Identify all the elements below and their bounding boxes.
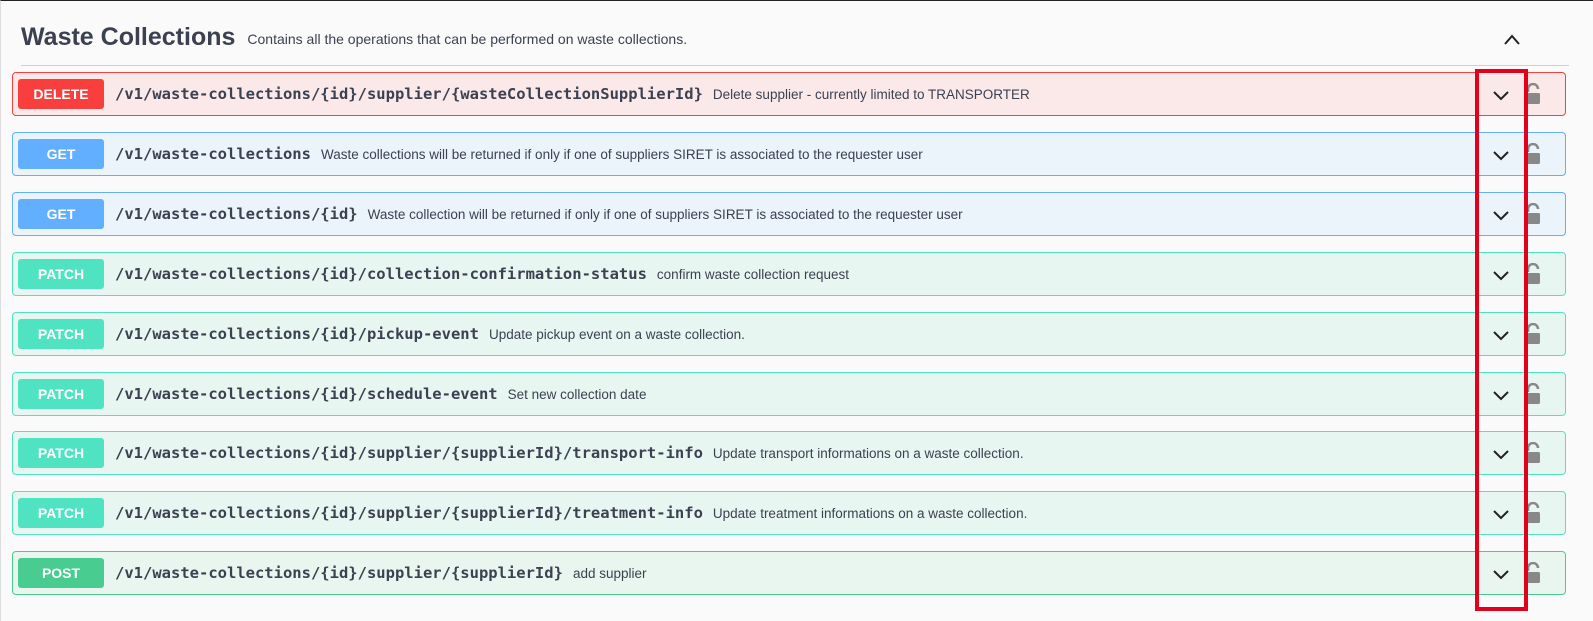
operation-path[interactable]: /v1/waste-collections/{id}/pickup-event [115,325,479,343]
operation-summary: confirm waste collection request [656,266,850,282]
lock-icon[interactable] [1524,143,1542,165]
operation-summary: Set new collection date [507,386,647,402]
chevron-down-icon[interactable] [1491,385,1511,405]
chevron-down-icon[interactable] [1491,444,1511,464]
chevron-down-icon[interactable] [1491,504,1511,524]
chevron-down-icon[interactable] [1491,265,1511,285]
chevron-up-icon[interactable] [1503,31,1521,49]
section-description: Contains all the operations that can be … [247,31,688,47]
operation-summary: Delete supplier - currently limited to T… [712,86,1030,102]
method-badge: PATCH [18,259,104,289]
operation-summary: Waste collection will be returned if onl… [367,206,963,222]
method-badge: PATCH [18,498,104,528]
chevron-down-icon[interactable] [1491,564,1511,584]
lock-icon[interactable] [1524,502,1542,524]
method-badge: PATCH [18,319,104,349]
operation-path[interactable]: /v1/waste-collections/{id}/supplier/{sup… [115,504,703,522]
method-badge: POST [18,558,104,588]
method-badge: GET [18,139,104,169]
method-badge: DELETE [18,79,104,109]
operation-path[interactable]: /v1/waste-collections/{id}/schedule-even… [115,385,498,403]
chevron-down-icon[interactable] [1491,145,1511,165]
operation-path[interactable]: /v1/waste-collections/{id}/supplier/{sup… [115,564,563,582]
operation-get-waste-collections[interactable]: GET /v1/waste-collections Waste collecti… [12,132,1566,176]
operation-path[interactable]: /v1/waste-collections/{id} [115,205,358,223]
method-badge: GET [18,199,104,229]
operation-delete-supplier[interactable]: DELETE /v1/waste-collections/{id}/suppli… [12,72,1566,116]
operation-patch-schedule-event[interactable]: PATCH /v1/waste-collections/{id}/schedul… [12,372,1566,416]
operation-path[interactable]: /v1/waste-collections/{id}/collection-co… [115,265,647,283]
operation-summary: Update pickup event on a waste collectio… [488,326,745,342]
operation-summary: add supplier [572,565,647,581]
chevron-down-icon[interactable] [1491,325,1511,345]
operation-post-add-supplier[interactable]: POST /v1/waste-collections/{id}/supplier… [12,551,1566,595]
lock-icon[interactable] [1524,203,1542,225]
operation-patch-confirmation-status[interactable]: PATCH /v1/waste-collections/{id}/collect… [12,252,1566,296]
operation-summary: Update treatment informations on a waste… [712,505,1028,521]
chevron-down-icon[interactable] [1491,205,1511,225]
operation-path[interactable]: /v1/waste-collections/{id}/supplier/{was… [115,85,703,103]
lock-icon[interactable] [1524,323,1542,345]
lock-icon[interactable] [1524,383,1542,405]
chevron-down-icon[interactable] [1491,85,1511,105]
section-header[interactable]: Waste Collections Contains all the opera… [21,11,1569,66]
operation-patch-transport-info[interactable]: PATCH /v1/waste-collections/{id}/supplie… [12,431,1566,475]
operation-patch-treatment-info[interactable]: PATCH /v1/waste-collections/{id}/supplie… [12,491,1566,535]
operation-get-waste-collection-by-id[interactable]: GET /v1/waste-collections/{id} Waste col… [12,192,1566,236]
operation-path[interactable]: /v1/waste-collections/{id}/supplier/{sup… [115,444,703,462]
section-title: Waste Collections [21,22,236,51]
lock-icon[interactable] [1524,263,1542,285]
lock-icon[interactable] [1524,83,1542,105]
operation-patch-pickup-event[interactable]: PATCH /v1/waste-collections/{id}/pickup-… [12,312,1566,356]
lock-icon[interactable] [1524,562,1542,584]
lock-icon[interactable] [1524,442,1542,464]
method-badge: PATCH [18,379,104,409]
operation-summary: Update transport informations on a waste… [712,445,1024,461]
operation-summary: Waste collections will be returned if on… [320,146,923,162]
operation-path[interactable]: /v1/waste-collections [115,145,311,163]
method-badge: PATCH [18,438,104,468]
